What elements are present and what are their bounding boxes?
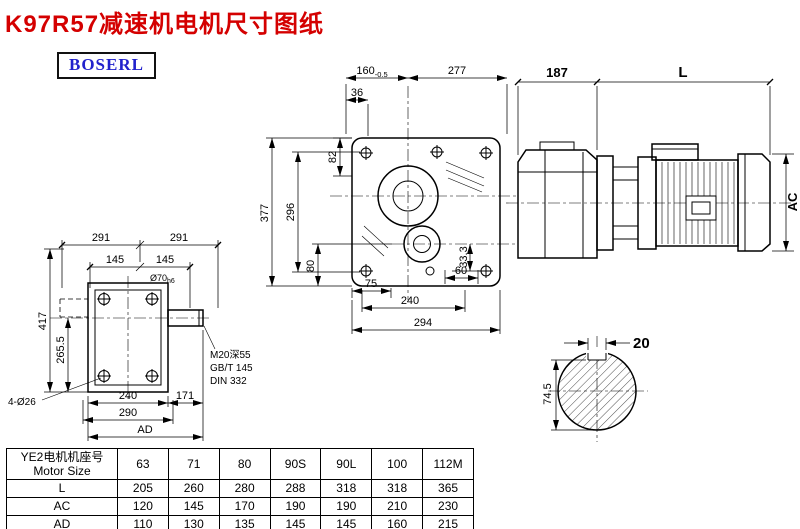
- dim-74-5-label: 74.5: [542, 383, 554, 404]
- motor-nameplate: [685, 195, 717, 221]
- table-cell: 365: [422, 479, 474, 498]
- dim-291-left-label: 291: [92, 232, 110, 244]
- column-header-90L: 90L: [320, 448, 373, 480]
- table-cell: 130: [167, 515, 220, 529]
- table-cell: 210: [371, 497, 424, 516]
- table-cell: 190: [269, 497, 322, 516]
- dim-171-label: 171: [176, 390, 194, 402]
- dim-160-label: 160-0.5: [356, 65, 387, 79]
- side-view-dimensions: 187 L AC: [514, 64, 800, 252]
- table-cell: 280: [218, 479, 271, 498]
- table-cell: 260: [167, 479, 220, 498]
- table-header-row: YE2电机机座号 Motor Size 63 71 80 90S 90L 100…: [6, 448, 474, 480]
- table-header-en: Motor Size: [33, 464, 91, 478]
- table-cell: 318: [371, 479, 424, 498]
- fan-cover: [737, 153, 771, 252]
- dim-240-label: 240: [401, 295, 419, 307]
- table-cell: 135: [218, 515, 271, 529]
- bolt-holes: [359, 145, 493, 278]
- page-title: K97R57减速机电机尺寸图纸: [5, 11, 325, 38]
- dim-160-tolerance: -0.5: [375, 70, 388, 79]
- column-header-71: 71: [167, 448, 220, 480]
- table-header-cn: YE2电机机座号: [20, 450, 104, 464]
- dim-277-label: 277: [448, 65, 466, 77]
- table-cell: 288: [269, 479, 322, 498]
- standard-note-2-label: DIN 332: [210, 376, 247, 387]
- mounting-holes: [97, 292, 159, 383]
- dim-33-3-label: 33.3: [458, 246, 470, 267]
- left-view: [50, 276, 212, 400]
- dim-20-label: 20: [633, 335, 650, 352]
- dim-160-value: 160: [356, 65, 374, 77]
- dim-145-left-label: 145: [106, 254, 124, 266]
- dim-145-right-label: 145: [156, 254, 174, 266]
- terminal-box: [651, 143, 699, 161]
- standard-note-1-label: GB/T 145: [210, 363, 253, 374]
- dim-L-label: L: [678, 64, 687, 81]
- column-header-100: 100: [371, 448, 424, 480]
- holes-note-label: 4-Ø26: [8, 397, 36, 408]
- front-view-dimensions: 160-0.5 277 36 82 296 377 80: [259, 65, 508, 334]
- dim-82-label: 82: [327, 151, 339, 163]
- table-row-AD: AD 110 130 135 145 145 160 215: [6, 515, 474, 529]
- dim-AD-label: AD: [137, 424, 152, 436]
- table-cell: 205: [117, 479, 169, 498]
- shaft-section-circle: [557, 351, 637, 431]
- table-cell: 145: [269, 515, 322, 529]
- dim-240-bottom-label: 240: [119, 390, 137, 402]
- table-cell: 110: [117, 515, 169, 529]
- table-cell: 215: [422, 515, 474, 529]
- shaft-diameter-label: Ø70h6: [150, 273, 175, 285]
- dim-290-label: 290: [119, 407, 137, 419]
- table-cell: 190: [320, 497, 373, 516]
- column-header-63: 63: [117, 448, 169, 480]
- table-row-AC: AC 120 145 170 190 190 210 230: [6, 497, 474, 516]
- table-cell: 145: [320, 515, 373, 529]
- dim-187-label: 187: [546, 65, 568, 80]
- table-cell: 145: [167, 497, 220, 516]
- dim-80-label: 80: [305, 260, 317, 272]
- motor-dimension-table: YE2电机机座号 Motor Size 63 71 80 90S 90L 100…: [6, 448, 474, 529]
- table-header-motor-size: YE2电机机座号 Motor Size: [6, 448, 118, 480]
- dim-291-right-label: 291: [170, 232, 188, 244]
- table-cell: 120: [117, 497, 169, 516]
- shaft-fit-value: h6: [167, 278, 175, 285]
- shaft-diameter-value: Ø70: [150, 273, 167, 283]
- column-header-80: 80: [218, 448, 271, 480]
- table-cell: 170: [218, 497, 271, 516]
- dim-377-label: 377: [259, 204, 271, 222]
- table-cell: 230: [422, 497, 474, 516]
- output-shaft: [167, 309, 204, 327]
- dim-60-label: 60: [455, 265, 467, 277]
- side-view: [506, 141, 794, 259]
- dim-296-label: 296: [285, 203, 297, 221]
- front-view: [330, 86, 516, 300]
- row-label-AC: AC: [6, 497, 118, 516]
- technical-drawing: 160-0.5 277 36 82 296 377 80: [8, 64, 800, 442]
- table-cell: 318: [320, 479, 373, 498]
- column-header-90S: 90S: [269, 448, 322, 480]
- dim-417-label: 417: [37, 312, 49, 330]
- dim-AC-label: AC: [785, 192, 800, 211]
- column-header-112M: 112M: [422, 448, 474, 480]
- brand-logo: BOSERL: [57, 52, 156, 79]
- shaft-section-view: 20 74.5: [542, 335, 650, 442]
- dim-294-label: 294: [414, 317, 432, 329]
- dim-75-label: 75: [365, 278, 377, 290]
- dim-265-5-label: 265.5: [55, 336, 67, 364]
- row-label-L: L: [6, 479, 118, 498]
- table-row-L: L 205 260 280 288 318 318 365: [6, 479, 474, 498]
- table-cell: 160: [371, 515, 424, 529]
- tap-note-label: M20深55: [210, 349, 251, 361]
- row-label-AD: AD: [6, 515, 118, 529]
- dim-36-label: 36: [351, 87, 363, 99]
- left-view-dimensions: 291 291 145 145 Ø70h6 417 265.5 240: [8, 232, 253, 441]
